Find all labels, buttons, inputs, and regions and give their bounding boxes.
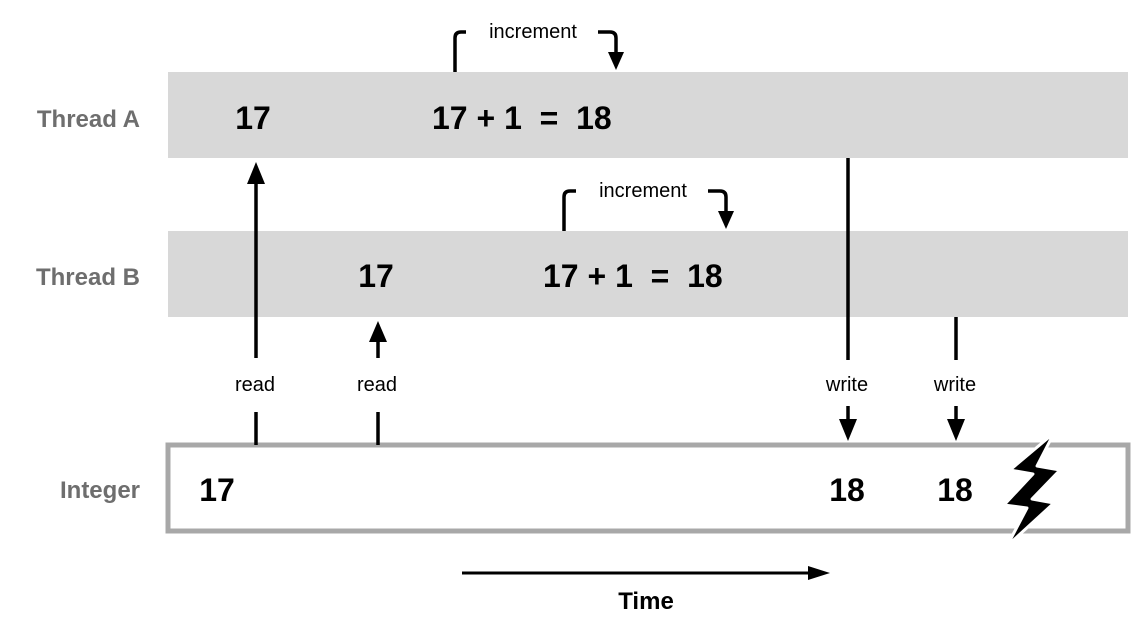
read-b-arrowhead bbox=[369, 321, 387, 342]
write-b-arrowhead bbox=[947, 419, 965, 441]
integer-box bbox=[165, 442, 1131, 534]
write-a-label: write bbox=[825, 374, 868, 396]
time-axis-arrowhead bbox=[808, 566, 830, 580]
time-axis-label: Time bbox=[618, 588, 674, 615]
thread-a-label: Thread A bbox=[37, 106, 140, 133]
integer-initial-value: 17 bbox=[199, 472, 235, 508]
read-b-label: read bbox=[357, 374, 397, 396]
write-b-label: write bbox=[933, 374, 976, 396]
thread-b-read-value: 17 bbox=[358, 258, 394, 294]
thread-b-label: Thread B bbox=[36, 264, 140, 291]
thread-b-increment-arrowhead bbox=[718, 211, 734, 229]
integer-value-after-write-a: 18 bbox=[829, 472, 865, 508]
thread-a-expression: 17 + 1 = 18 bbox=[432, 100, 612, 136]
integer-value-after-write-b: 18 bbox=[937, 472, 973, 508]
thread-a-read-value: 17 bbox=[235, 100, 271, 136]
write-a-arrowhead bbox=[839, 419, 857, 441]
thread-b-expression: 17 + 1 = 18 bbox=[543, 258, 723, 294]
lightning-bolt-icon bbox=[1002, 431, 1062, 548]
read-a-arrowhead bbox=[247, 162, 265, 184]
thread-a-increment-label: increment bbox=[489, 21, 577, 43]
thread-b-increment-label: increment bbox=[599, 180, 687, 202]
thread-a-increment-arrowhead bbox=[608, 52, 624, 70]
read-a-label: read bbox=[235, 374, 275, 396]
thread-b-lane bbox=[168, 231, 1128, 317]
thread-a-increment-bracket bbox=[453, 30, 618, 72]
thread-b-increment-bracket bbox=[562, 189, 728, 231]
integer-label: Integer bbox=[60, 477, 140, 504]
thread-a-lane bbox=[168, 72, 1128, 158]
